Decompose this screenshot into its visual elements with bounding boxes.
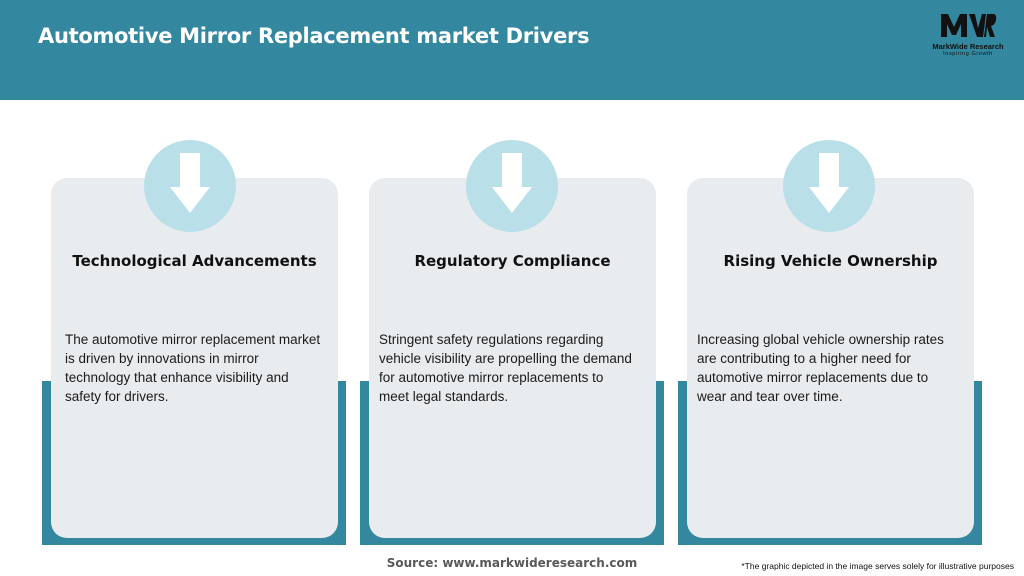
source-link[interactable]: Source: www.markwideresearch.com: [386, 556, 638, 570]
card-description: The automotive mirror replacement market…: [65, 332, 321, 404]
arrow-down-icon: [144, 140, 236, 232]
driver-card-rising-vehicle-ownership: Rising Vehicle Ownership Increasing glob…: [687, 178, 974, 538]
driver-card-regulatory-compliance: Regulatory Compliance Stringent safety r…: [369, 178, 656, 538]
header-banner: Automotive Mirror Replacement market Dri…: [0, 0, 1024, 100]
card-heading: Regulatory Compliance: [414, 252, 611, 270]
brand-logo[interactable]: MarkWide Research Inspiring Growth: [922, 10, 1014, 60]
card-heading: Rising Vehicle Ownership: [723, 252, 938, 270]
arrow-down-icon: [783, 140, 875, 232]
disclaimer-note: *The graphic depicted in the image serve…: [741, 561, 1014, 571]
logo-brand-name: MarkWide Research: [932, 42, 1004, 51]
logo-mark-icon: [941, 14, 997, 37]
arrow-down-icon: [466, 140, 558, 232]
source-credit: Source: www.markwideresearch.com: [0, 556, 1024, 570]
driver-card-technological-advancements: Technological Advancements The automotiv…: [51, 178, 338, 538]
page-title: Automotive Mirror Replacement market Dri…: [38, 24, 590, 48]
logo-tagline: Inspiring Growth: [943, 51, 993, 57]
card-description: Increasing global vehicle ownership rate…: [697, 332, 944, 404]
card-heading: Technological Advancements: [72, 252, 317, 270]
card-description: Stringent safety regulations regarding v…: [379, 332, 632, 404]
